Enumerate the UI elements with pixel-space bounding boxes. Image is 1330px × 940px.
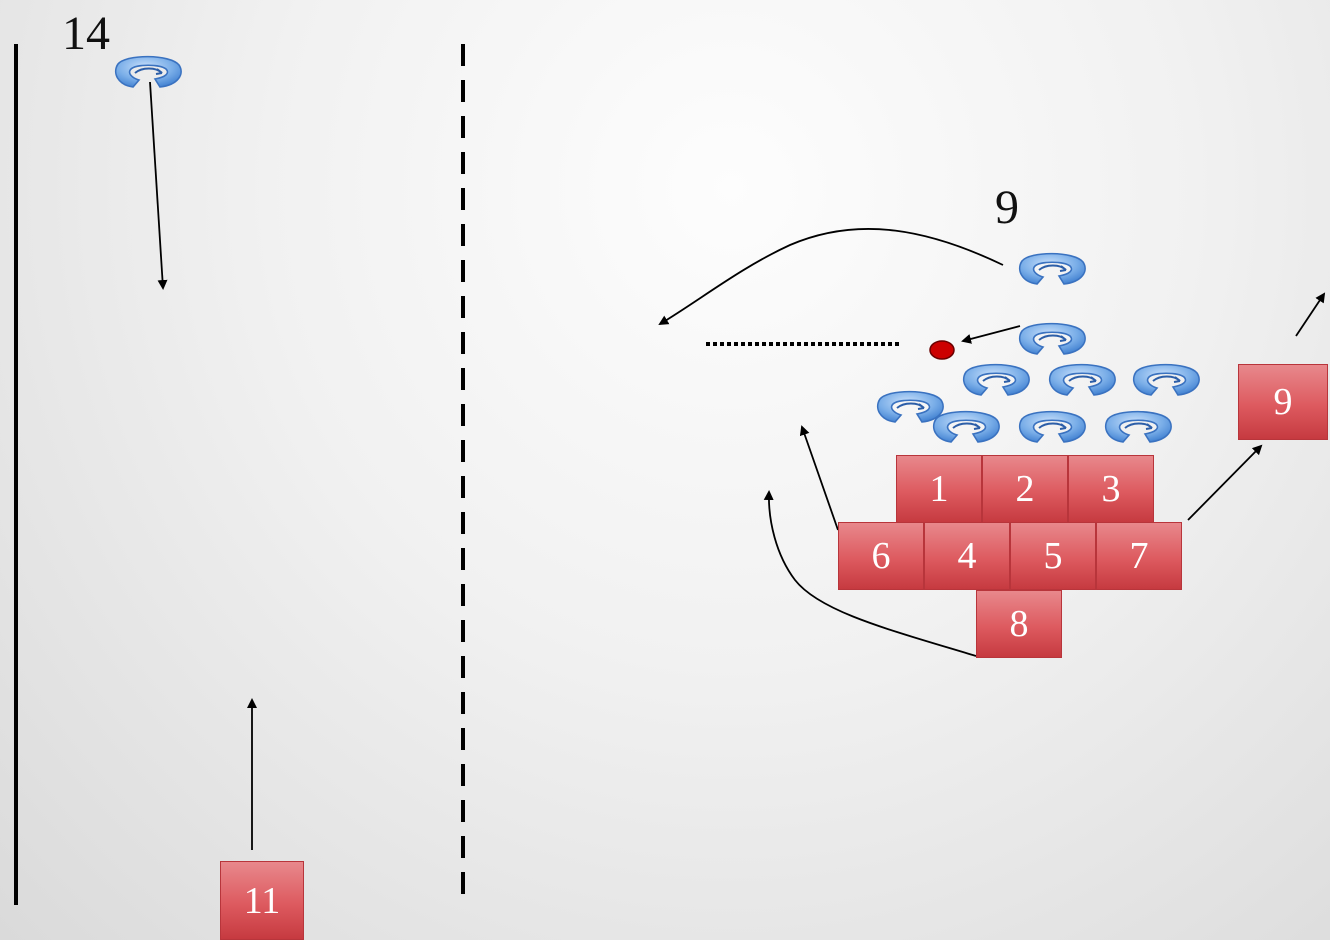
player-box-11: 11 [220,861,304,940]
player-box-6: 6 [838,522,924,590]
player-box-3: 3 [1068,455,1154,523]
player-box-9: 9 [1238,364,1328,440]
ring-icon-ball [1018,322,1087,355]
ring-icon-row1-a [962,363,1031,396]
ring-icon-left [876,390,945,423]
label-top-left: 14 [62,7,110,60]
player-box-2: 2 [982,455,1068,523]
player-box-1: 1 [896,455,982,523]
arrow-ring-to-ball [961,325,1021,344]
arrow-ring-down [149,81,168,290]
ring-icon-row2-b [1018,410,1087,443]
ring-icon-row1-c [1132,363,1201,396]
ring-icon-top-left [114,55,183,88]
player-box-4: 4 [924,522,1010,590]
arrow-7-to-9 [1187,444,1263,521]
player-box-5: 5 [1010,522,1096,590]
player-box-8: 8 [976,590,1062,658]
player-box-7: 7 [1096,522,1182,590]
ring-icon-row1-b [1048,363,1117,396]
label-top-right: 9 [995,181,1019,234]
arrow-6-up [799,425,839,531]
arrow-9-out [1295,292,1326,337]
ring-icon-9 [1018,252,1087,285]
arrow-8-curve [763,490,977,657]
arrow-ring-curve-left [658,228,1004,326]
ring-icon-row2-c [1104,410,1173,443]
ball [929,340,955,360]
ring-icon-row2-a [932,410,1001,443]
